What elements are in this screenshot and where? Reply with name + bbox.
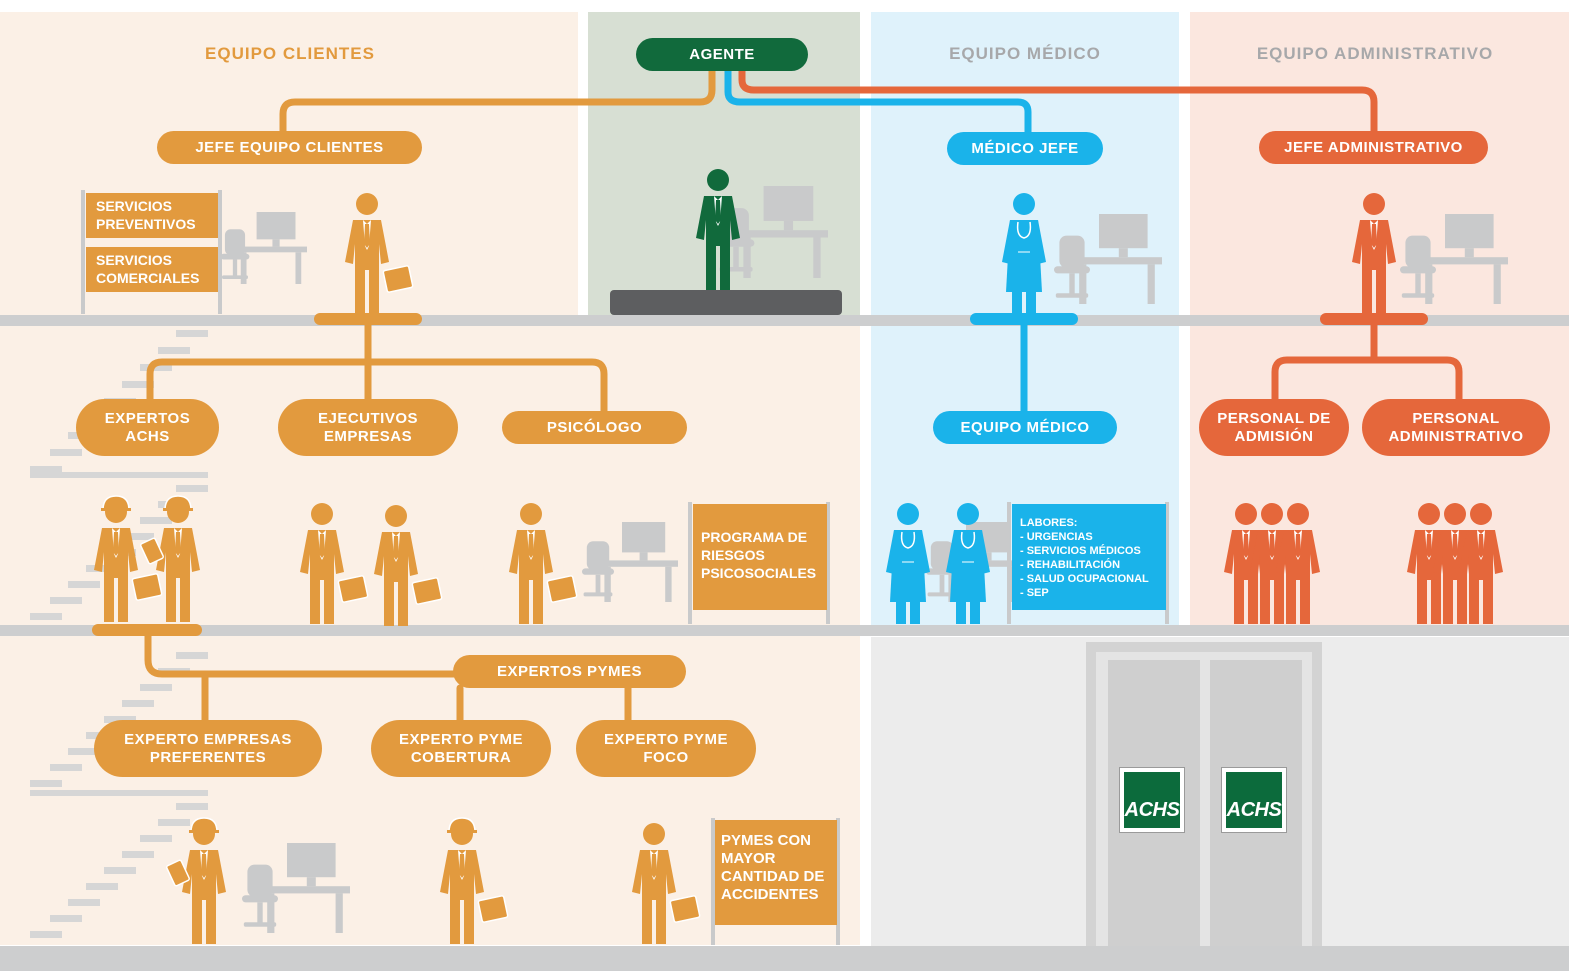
sign-pymes-accidentes: PYMES CON MAYOR CANTIDAD DE ACCIDENTES [715, 820, 837, 925]
sign-programa-riesgos: PROGRAMA DE RIESGOS PSICOSOCIALES [693, 504, 827, 610]
desk-with-computer-icon [582, 522, 678, 602]
person-icon [632, 823, 701, 944]
node-agente: AGENTE [636, 38, 808, 71]
person-icon [1276, 503, 1320, 624]
sign-servicios-comerciales: SERVICIOS COMERCIALES [86, 247, 218, 292]
worker-with-helmet-icon [94, 495, 163, 622]
node-personal-admision: PERSONAL DE ADMISIÓN [1199, 399, 1349, 456]
node-experto-pyme-foco: EXPERTO PYME FOCO [576, 720, 756, 777]
node-medico-jefe: MÉDICO JEFE [947, 132, 1103, 165]
floor-ground [0, 946, 1569, 971]
node-experto-empresas-preferentes: EXPERTO EMPRESAS PREFERENTES [94, 720, 322, 777]
node-expertos-achs: EXPERTOS ACHS [76, 399, 219, 456]
desk-with-computer-icon [242, 843, 350, 933]
person-icon [300, 503, 369, 624]
desk-with-computer-icon [220, 212, 307, 284]
node-equipo-medico: EQUIPO MÉDICO [933, 411, 1117, 444]
worker-with-helmet-icon [140, 495, 200, 622]
person-icon [509, 503, 578, 624]
team-title-medico: EQUIPO MÉDICO [949, 44, 1101, 63]
sign-labores: LABORES: - URGENCIAS - SERVICIOS MÉDICOS… [1012, 504, 1166, 610]
node-jefe-administrativo: JEFE ADMINISTRATIVO [1259, 131, 1488, 164]
person-icon [374, 505, 443, 626]
doctor-icon [886, 503, 930, 624]
achs-logo-right: ACHS [1222, 768, 1286, 832]
achs-logo-left: ACHS [1120, 768, 1184, 832]
floor-2 [0, 625, 1569, 636]
team-title-administrativo: EQUIPO ADMINISTRATIVO [1256, 44, 1494, 63]
node-jefe-clientes: JEFE EQUIPO CLIENTES [157, 131, 422, 164]
desk-with-computer-icon [1054, 214, 1162, 304]
node-psicologo: PSICÓLOGO [502, 411, 687, 444]
doctor-icon [1002, 193, 1046, 314]
agente-platform [610, 290, 842, 315]
node-experto-pyme-cobertura: EXPERTO PYME COBERTURA [371, 720, 551, 777]
floor-1 [0, 315, 1569, 326]
person-icon [1459, 503, 1503, 624]
person-icon [1352, 193, 1396, 314]
doctor-icon [946, 503, 990, 624]
worker-with-helmet-icon [166, 817, 226, 944]
worker-with-helmet-icon [440, 817, 509, 944]
node-expertos-pymes: EXPERTOS PYMES [453, 655, 686, 688]
sign-servicios-preventivos: SERVICIOS PREVENTIVOS [86, 193, 218, 238]
node-personal-administrativo: PERSONAL ADMINISTRATIVO [1362, 399, 1550, 456]
team-title-clientes: EQUIPO CLIENTES [205, 44, 375, 63]
person-icon [345, 193, 414, 314]
desk-with-computer-icon [1400, 214, 1508, 304]
node-ejecutivos-empresas: EJECUTIVOS EMPRESAS [278, 399, 458, 456]
person-icon [696, 169, 740, 290]
